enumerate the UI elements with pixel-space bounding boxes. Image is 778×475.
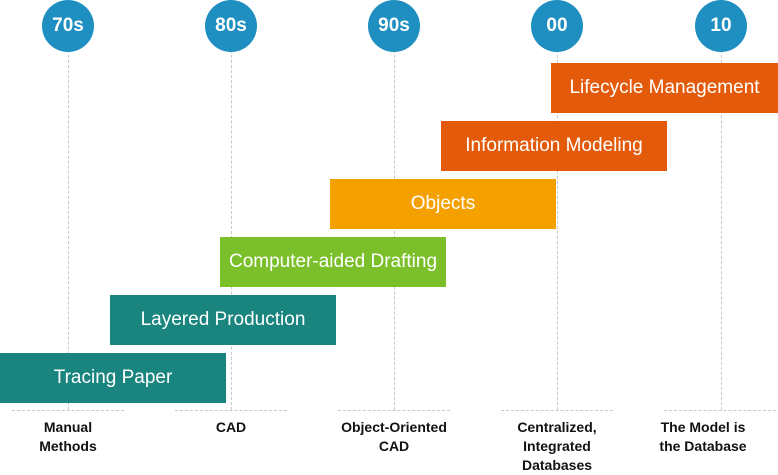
era-guide-line-80s bbox=[231, 50, 232, 410]
baseline-segment bbox=[338, 410, 450, 411]
bar-layered-production: Layered Production bbox=[110, 295, 336, 345]
era-caption-10: The Model is the Database bbox=[659, 419, 747, 454]
era-caption-80s: CAD bbox=[215, 419, 247, 435]
era-guide-line-70s bbox=[68, 50, 69, 410]
bar-lifecycle-management: Lifecycle Management bbox=[551, 63, 778, 113]
era-circle-90s: 90s bbox=[368, 0, 420, 52]
era-circle-00: 00 bbox=[531, 0, 583, 52]
bar-tracing-paper: Tracing Paper bbox=[0, 353, 226, 403]
baseline-segment bbox=[501, 410, 613, 411]
baseline-segment bbox=[175, 410, 287, 411]
era-caption-00: Centralized, Integrated Databases bbox=[517, 419, 597, 473]
era-guide-line-00 bbox=[557, 50, 558, 410]
baseline-segment bbox=[664, 410, 776, 411]
era-guide-line-90s bbox=[394, 50, 395, 410]
baseline-segment bbox=[12, 410, 124, 411]
era-caption-70s: Manual Methods bbox=[39, 419, 97, 454]
bar-information-modeling: Information Modeling bbox=[441, 121, 667, 171]
era-circle-10: 10 bbox=[695, 0, 747, 52]
bar-objects: Objects bbox=[330, 179, 556, 229]
era-circle-80s: 80s bbox=[205, 0, 257, 52]
era-circle-70s: 70s bbox=[42, 0, 94, 52]
era-caption-90s: Object-Oriented CAD bbox=[341, 419, 447, 454]
bar-computer-aided-drafting: Computer-aided Drafting bbox=[220, 237, 446, 287]
era-guide-line-10 bbox=[721, 50, 722, 410]
